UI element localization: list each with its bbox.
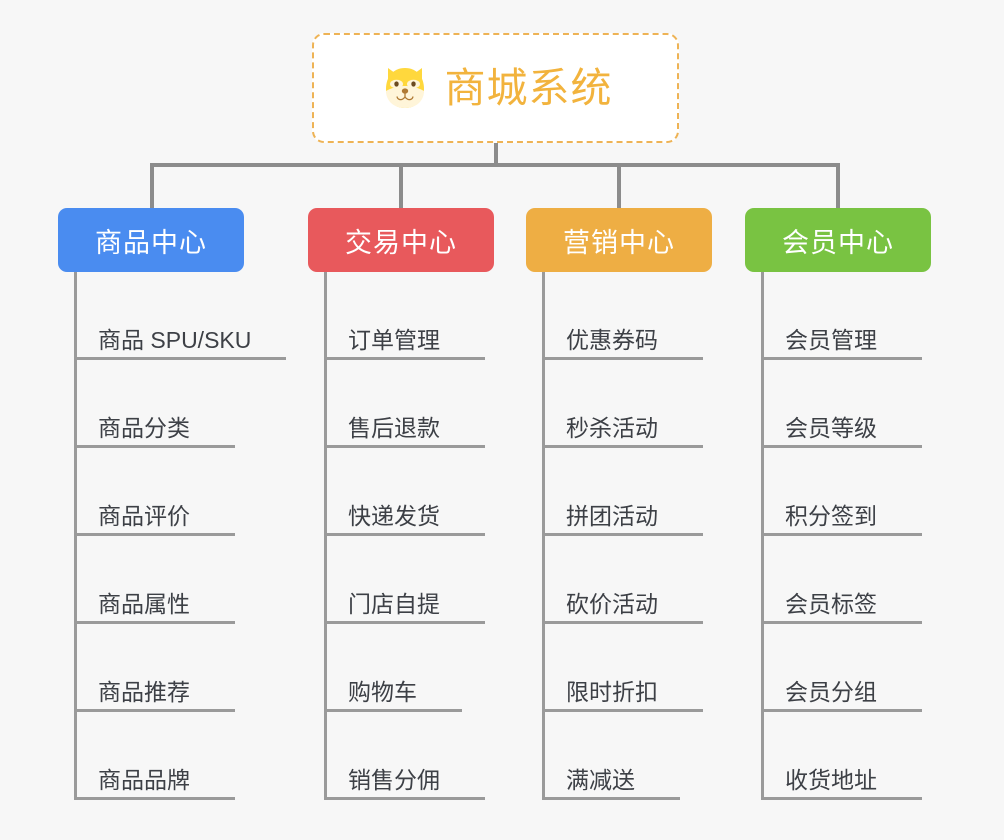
category-column-trade-center: 交易中心订单管理售后退款快递发货门店自提购物车销售分佣 xyxy=(308,208,494,800)
category-column-product-center: 商品中心商品 SPU/SKU 商品分类商品评价商品属性商品推荐商品品牌 xyxy=(58,208,286,800)
category-header-product-center[interactable]: 商品中心 xyxy=(58,208,244,272)
list-item[interactable]: 优惠券码 xyxy=(542,272,712,360)
connector-drop-3 xyxy=(617,163,621,208)
connector-horizontal-bar xyxy=(150,163,840,167)
item-list-member-center: 会员管理会员等级积分签到会员标签会员分组收货地址 xyxy=(761,272,931,800)
list-item-underline xyxy=(542,621,703,624)
list-item-underline xyxy=(542,357,703,360)
root-node[interactable]: 商城系统 xyxy=(312,33,679,143)
list-item[interactable]: 商品分类 xyxy=(74,360,244,448)
list-item-underline xyxy=(74,797,235,800)
list-item[interactable]: 快递发货 xyxy=(324,448,494,536)
list-item[interactable]: 会员分组 xyxy=(761,624,931,712)
list-item-underline xyxy=(761,533,922,536)
list-item[interactable]: 商品属性 xyxy=(74,536,244,624)
list-item-underline xyxy=(761,445,922,448)
list-item-label: 售后退款 xyxy=(348,415,440,441)
list-item[interactable]: 门店自提 xyxy=(324,536,494,624)
list-item[interactable]: 会员等级 xyxy=(761,360,931,448)
list-item[interactable]: 砍价活动 xyxy=(542,536,712,624)
list-item[interactable]: 订单管理 xyxy=(324,272,494,360)
root-title: 商城系统 xyxy=(444,64,613,111)
connector-root-stem xyxy=(494,143,498,165)
list-item-label: 商品品牌 xyxy=(98,767,190,793)
category-header-marketing-center[interactable]: 营销中心 xyxy=(526,208,712,272)
list-item-label: 快递发货 xyxy=(348,503,440,529)
list-item-underline xyxy=(542,709,703,712)
list-item-label: 会员等级 xyxy=(785,415,877,441)
list-item[interactable]: 销售分佣 xyxy=(324,712,494,800)
list-item[interactable]: 商品 SPU/SKU xyxy=(74,272,286,360)
list-item[interactable]: 收货地址 xyxy=(761,712,931,800)
list-item-underline xyxy=(74,709,235,712)
list-item-label: 限时折扣 xyxy=(566,679,658,705)
list-item-underline xyxy=(761,797,922,800)
list-item-label: 商品推荐 xyxy=(98,679,190,705)
list-item-underline xyxy=(324,797,485,800)
list-item-label: 收货地址 xyxy=(785,767,877,793)
item-list-trade-center: 订单管理售后退款快递发货门店自提购物车销售分佣 xyxy=(324,272,494,800)
list-item-label: 销售分佣 xyxy=(348,767,440,793)
list-item[interactable]: 购物车 xyxy=(324,624,494,712)
list-item[interactable]: 秒杀活动 xyxy=(542,360,712,448)
list-item-underline xyxy=(324,533,485,536)
list-item-label: 拼团活动 xyxy=(566,503,658,529)
list-item[interactable]: 拼团活动 xyxy=(542,448,712,536)
list-item-label: 会员管理 xyxy=(785,327,877,353)
list-item[interactable]: 售后退款 xyxy=(324,360,494,448)
list-item[interactable]: 会员标签 xyxy=(761,536,931,624)
list-item-underline xyxy=(542,533,703,536)
list-item-underline xyxy=(324,621,485,624)
connector-drop-4 xyxy=(836,163,840,208)
list-item[interactable]: 限时折扣 xyxy=(542,624,712,712)
list-item-label: 门店自提 xyxy=(348,591,440,617)
list-item-underline xyxy=(74,533,235,536)
item-list-marketing-center: 优惠券码秒杀活动拼团活动砍价活动限时折扣满减送 xyxy=(542,272,712,800)
list-item-underline xyxy=(761,621,922,624)
list-item-underline xyxy=(324,709,462,712)
list-item[interactable]: 会员管理 xyxy=(761,272,931,360)
connector-drop-2 xyxy=(399,163,403,208)
list-item-underline xyxy=(324,357,485,360)
list-item-label: 商品评价 xyxy=(98,503,190,529)
list-item-underline xyxy=(74,621,235,624)
list-item[interactable]: 商品品牌 xyxy=(74,712,244,800)
item-list-product-center: 商品 SPU/SKU 商品分类商品评价商品属性商品推荐商品品牌 xyxy=(74,272,286,800)
list-item-label: 购物车 xyxy=(348,679,417,705)
list-item-underline xyxy=(542,797,680,800)
list-item[interactable]: 积分签到 xyxy=(761,448,931,536)
list-item[interactable]: 商品评价 xyxy=(74,448,244,536)
list-item-underline xyxy=(324,445,485,448)
list-item-label: 会员标签 xyxy=(785,591,877,617)
list-item-label: 会员分组 xyxy=(785,679,877,705)
shiba-dog-face-icon xyxy=(379,62,431,114)
category-header-member-center[interactable]: 会员中心 xyxy=(745,208,931,272)
list-item[interactable]: 商品推荐 xyxy=(74,624,244,712)
list-item-label: 优惠券码 xyxy=(566,327,658,353)
list-item-label: 订单管理 xyxy=(348,327,440,353)
connector-drop-1 xyxy=(150,163,154,208)
list-item-label: 秒杀活动 xyxy=(566,415,658,441)
list-item-label: 砍价活动 xyxy=(566,591,658,617)
category-column-member-center: 会员中心会员管理会员等级积分签到会员标签会员分组收货地址 xyxy=(745,208,931,800)
list-item[interactable]: 满减送 xyxy=(542,712,712,800)
list-item-label: 商品 SPU/SKU xyxy=(98,327,252,353)
list-item-label: 满减送 xyxy=(566,767,635,793)
list-item-underline xyxy=(74,445,235,448)
list-item-label: 商品分类 xyxy=(98,415,190,441)
list-item-underline xyxy=(74,357,286,360)
list-item-label: 商品属性 xyxy=(98,591,190,617)
category-column-marketing-center: 营销中心优惠券码秒杀活动拼团活动砍价活动限时折扣满减送 xyxy=(526,208,712,800)
category-header-trade-center[interactable]: 交易中心 xyxy=(308,208,494,272)
list-item-underline xyxy=(542,445,703,448)
list-item-underline xyxy=(761,709,922,712)
list-item-underline xyxy=(761,357,922,360)
list-item-label: 积分签到 xyxy=(785,503,877,529)
